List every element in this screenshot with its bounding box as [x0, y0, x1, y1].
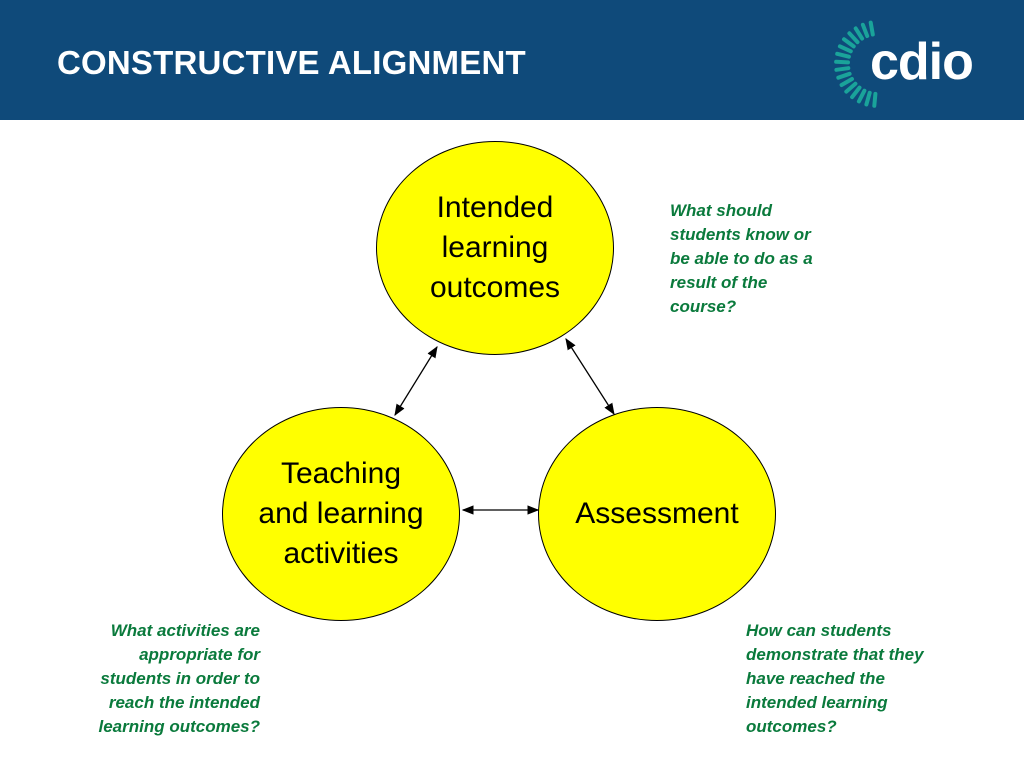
note-assessment-line: intended learning [746, 693, 888, 712]
note-outcomes-line: be able to do as a [670, 249, 813, 268]
note-outcomes-line: What should [670, 201, 772, 220]
note-assessment-line: outcomes? [746, 717, 837, 736]
node-outcomes-line-2: learning [441, 231, 549, 264]
logo-tick [834, 66, 851, 72]
note-teaching-line: reach the intended [108, 693, 260, 712]
slide-header: CONSTRUCTIVE ALIGNMENT cdio [0, 0, 1024, 120]
node-teaching-learning-activities: Teaching and learning activities [222, 407, 460, 621]
note-teaching-line: learning outcomes? [98, 717, 260, 736]
note-assessment-line: How can students [746, 621, 892, 640]
logo-tick [844, 81, 858, 94]
logo-tick [868, 20, 875, 37]
note-teaching-question: What activities are appropriate for stud… [60, 619, 260, 739]
cdio-logo: cdio [832, 14, 974, 114]
logo-tick [856, 88, 867, 104]
node-assessment: Assessment [538, 407, 776, 621]
note-outcomes-line: result of the [670, 273, 768, 292]
logo-tick [847, 31, 860, 45]
note-outcomes-line: course? [670, 297, 737, 316]
logo-arc-icon [834, 20, 878, 108]
logo-tick [839, 77, 854, 87]
logo-tick [834, 59, 850, 65]
arrow-outcomes-assessment [565, 338, 615, 415]
logo-tick [835, 51, 851, 59]
note-assessment-line: demonstrate that they [746, 645, 924, 664]
logo-tick [860, 22, 870, 38]
note-teaching-line: appropriate for [139, 645, 260, 664]
node-outcomes-line-1: Intended [436, 191, 554, 224]
logo-tick [850, 85, 862, 100]
note-teaching-line: students in order to [100, 669, 260, 688]
node-outcomes-line-3: outcomes [429, 271, 561, 304]
node-teaching-line-2: and learning [258, 497, 424, 530]
node-assessment-line-1: Assessment [575, 497, 739, 530]
logo-tick [853, 26, 865, 41]
logo-tick [836, 71, 852, 80]
node-intended-learning-outcomes: Intended learning outcomes [376, 141, 614, 355]
logo-tick [872, 91, 878, 108]
slide-title: CONSTRUCTIVE ALIGNMENT [57, 44, 526, 81]
note-outcomes-question: What should students know or be able to … [670, 199, 850, 319]
logo-text: cdio [870, 33, 974, 91]
note-assessment-question: How can students demonstrate that they h… [746, 619, 966, 739]
logo-tick [842, 37, 856, 49]
logo-tick [837, 44, 853, 54]
note-outcomes-line: students know or [670, 225, 811, 244]
note-assessment-line: have reached the [746, 669, 885, 688]
arrow-outcomes-teaching [394, 346, 438, 416]
logo-tick [864, 90, 872, 107]
node-teaching-line-3: activities [283, 537, 399, 570]
node-teaching-line-1: Teaching [280, 457, 402, 490]
note-teaching-line: What activities are [110, 621, 260, 640]
